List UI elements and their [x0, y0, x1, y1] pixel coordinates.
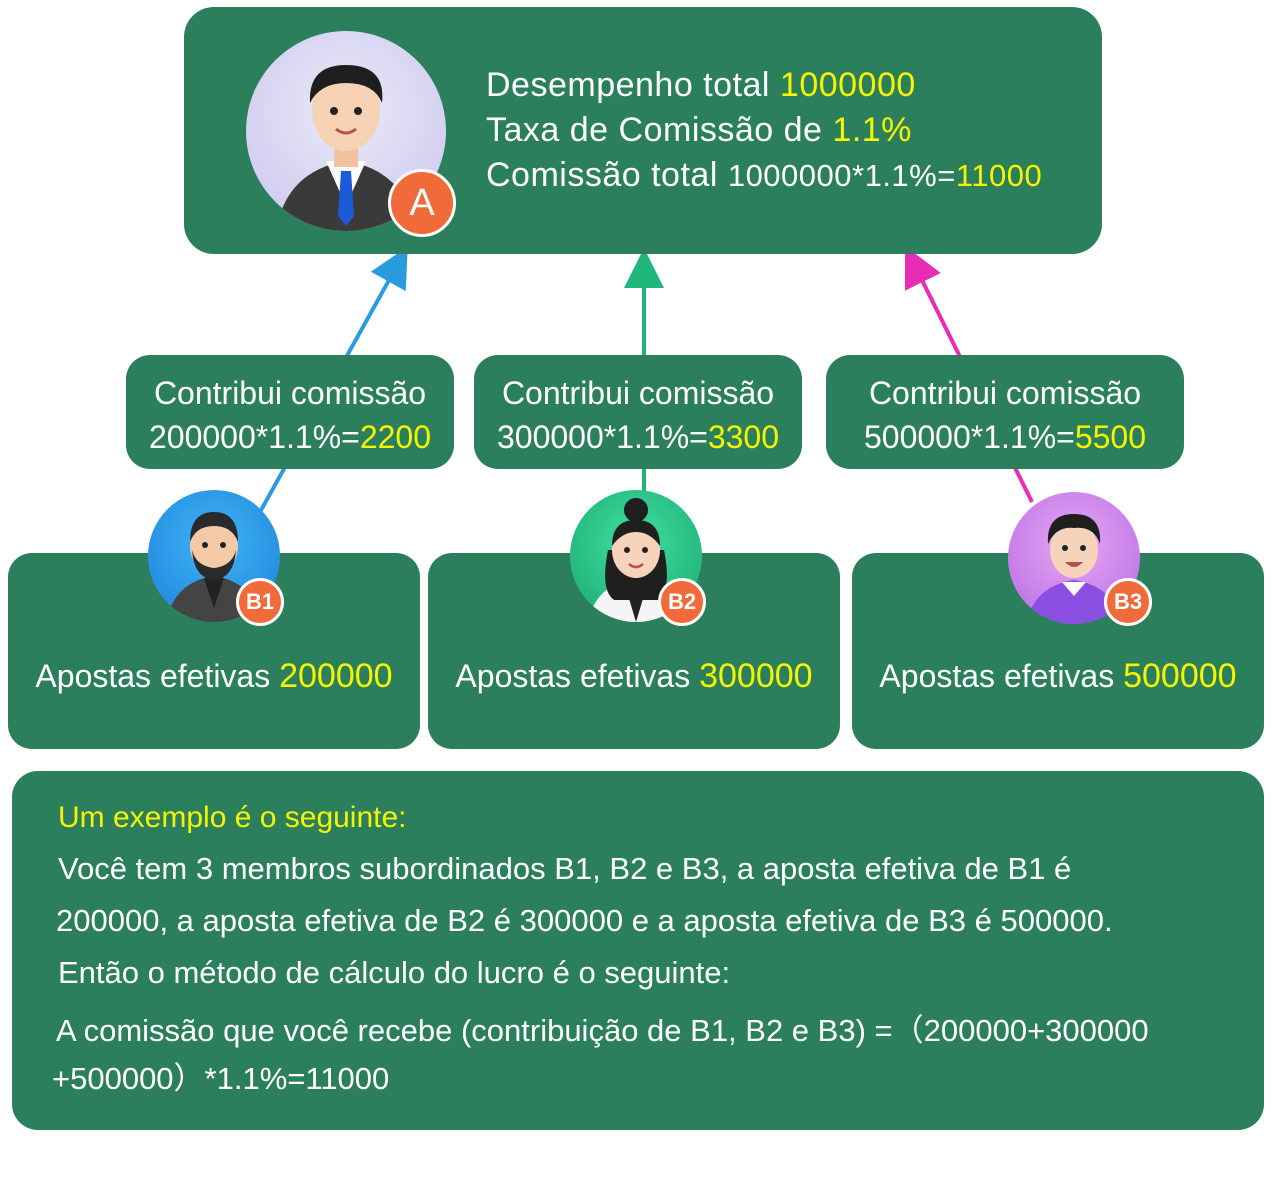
businessman-icon: [276, 65, 416, 231]
total-performance-line: Desempenho total 1000000: [486, 66, 916, 104]
total-performance-value: 1000000: [779, 66, 916, 104]
badge-a: A: [388, 169, 456, 237]
total-commission-formula: 1000000*1.1%=: [727, 158, 956, 193]
contribution-value-b2: 3300: [707, 419, 780, 455]
example-box: Um exemplo é o seguinte: Você tem 3 memb…: [12, 771, 1264, 1130]
contribution-value-b1: 2200: [359, 419, 432, 455]
contribution-box-b2: Contribui comissão 300000*1.1%=3300: [474, 355, 802, 469]
member-value-b2: 300000: [699, 657, 813, 695]
top-summary: Desempenho total 1000000 Taxa de Comissã…: [486, 63, 1042, 198]
contribution-box-b3: Contribui comissão 500000*1.1%=5500: [826, 355, 1184, 469]
contribution-value-b3: 5500: [1074, 419, 1147, 455]
commission-rate-value: 1.1%: [832, 111, 912, 149]
member-value-b3: 500000: [1123, 657, 1237, 695]
contribution-box-b1: Contribui comissão 200000*1.1%=2200: [126, 355, 454, 469]
total-commission-line: Comissão total 1000000*1.1%=11000: [486, 156, 1043, 194]
commission-rate-line: Taxa de Comissão de 1.1%: [486, 111, 912, 149]
member-label-b3: Apostas efetivas 500000: [879, 657, 1237, 695]
example-line-3: Então o método de cálculo do lucro é o s…: [58, 955, 731, 990]
badge-b3: B3: [1104, 578, 1152, 626]
badge-b2: B2: [658, 578, 706, 626]
avatar-b1: [148, 490, 280, 622]
total-commission-box: A Desempenho total 1000000 Taxa de Comis…: [184, 7, 1102, 254]
example-line-4: A comissão que você recebe (contribuição…: [56, 1013, 1149, 1048]
woman-icon: [588, 498, 684, 622]
example-line-2: 200000, a aposta efetiva de B2 é 300000 …: [56, 903, 1113, 938]
member-value-b1: 200000: [279, 657, 393, 695]
avatar-b3: [1008, 492, 1140, 624]
example-line-1: Você tem 3 membros subordinados B1, B2 e…: [58, 851, 1072, 886]
example-heading: Um exemplo é o seguinte:: [58, 801, 407, 834]
avatar-a: [246, 31, 446, 231]
badge-b1: B1: [236, 578, 284, 626]
example-line-5: +500000）*1.1%=11000: [52, 1061, 390, 1096]
member-label-b1: Apostas efetivas 200000: [35, 657, 393, 695]
total-commission-value: 11000: [955, 158, 1043, 193]
member-label-b2: Apostas efetivas 300000: [455, 657, 813, 695]
young-man-icon: [1026, 514, 1122, 624]
